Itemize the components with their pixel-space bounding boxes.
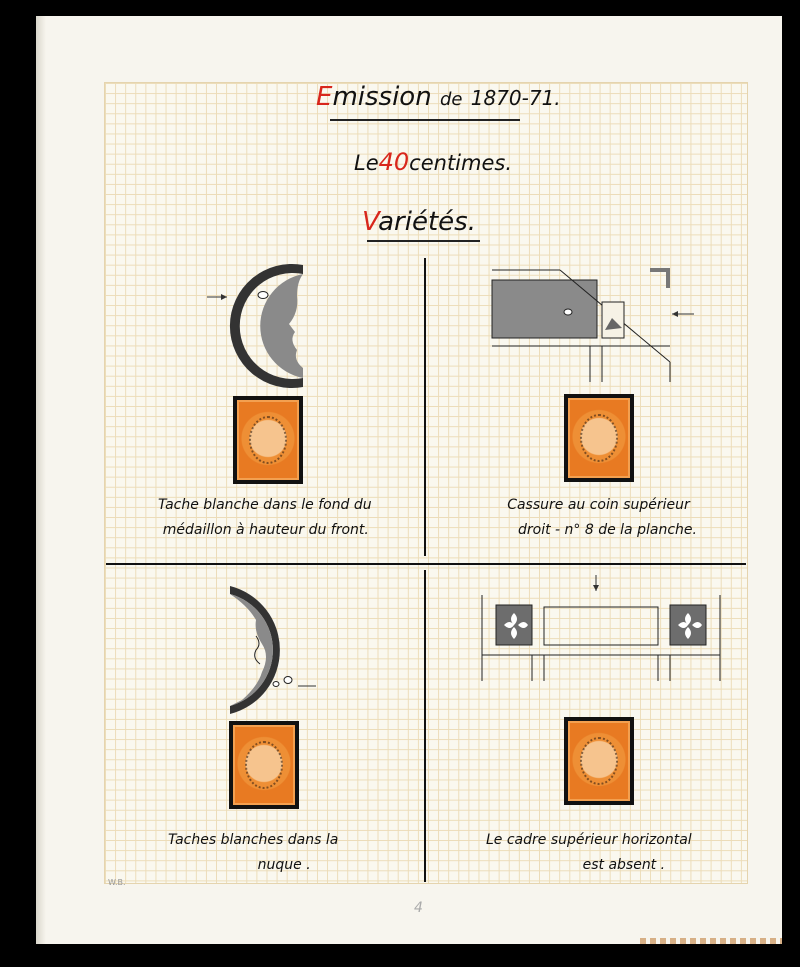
title-rest: mission — [332, 82, 432, 112]
stamp-panel-1 — [233, 396, 303, 484]
caption-1-line-2: médaillon à hauteur du front. — [162, 522, 369, 538]
caption-4-line-2: est absent . — [582, 857, 666, 873]
caption-panel-1: Tache blanche dans le fond du médaillon … — [158, 493, 372, 543]
heading-underline — [367, 240, 480, 242]
caption-3-line-1: Taches blanches dans la — [168, 832, 339, 848]
subtitle-unit: centimes. — [409, 151, 513, 175]
neck-spots-drawing — [230, 586, 316, 714]
missing-frame-drawing — [481, 575, 721, 681]
caption-4-line-1: Le cadre supérieur horizontal — [486, 832, 692, 848]
graph-paper-area — [104, 82, 748, 884]
title-years: 1870-71. — [470, 86, 561, 110]
caption-panel-2: Cassure au coin supérieur droit - n° 8 d… — [500, 493, 697, 543]
page-subtitle: Le40centimes. — [354, 148, 512, 176]
subtitle-le: Le — [354, 151, 379, 175]
caption-2-line-2: droit - n° 8 de la planche. — [518, 522, 697, 538]
page-title: Emission de 1870-71. — [316, 82, 561, 112]
caption-panel-4: Le cadre supérieur horizontal est absent… — [486, 828, 692, 878]
edge-stain — [640, 938, 782, 944]
stamp-panel-4 — [564, 717, 634, 805]
page-number: 4 — [414, 900, 423, 916]
divider-vertical-top — [424, 258, 426, 556]
stamp-panel-3 — [229, 721, 299, 809]
page-binding-edge — [36, 16, 46, 944]
divider-horizontal — [106, 563, 746, 565]
caption-1-line-1: Tache blanche dans le fond du — [158, 497, 372, 513]
heading-initial: V — [362, 207, 379, 237]
caption-3-line-2: nuque . — [257, 857, 311, 873]
stamp-panel-2 — [564, 394, 634, 482]
title-initial: E — [316, 82, 333, 112]
caption-panel-3: Taches blanches dans la nuque . — [168, 828, 338, 878]
title-de: de — [439, 89, 463, 110]
footer-mark: W.B. — [108, 878, 126, 887]
corner-break-drawing — [491, 268, 694, 382]
subtitle-value: 40 — [378, 148, 410, 176]
caption-2-line-1: Cassure au coin supérieur — [507, 497, 690, 513]
section-heading: Variétés. — [362, 207, 476, 237]
medallion-forehead-drawing — [207, 264, 303, 388]
heading-rest: ariétés. — [378, 207, 476, 237]
title-underline — [330, 119, 520, 121]
divider-vertical-bottom — [424, 570, 426, 882]
